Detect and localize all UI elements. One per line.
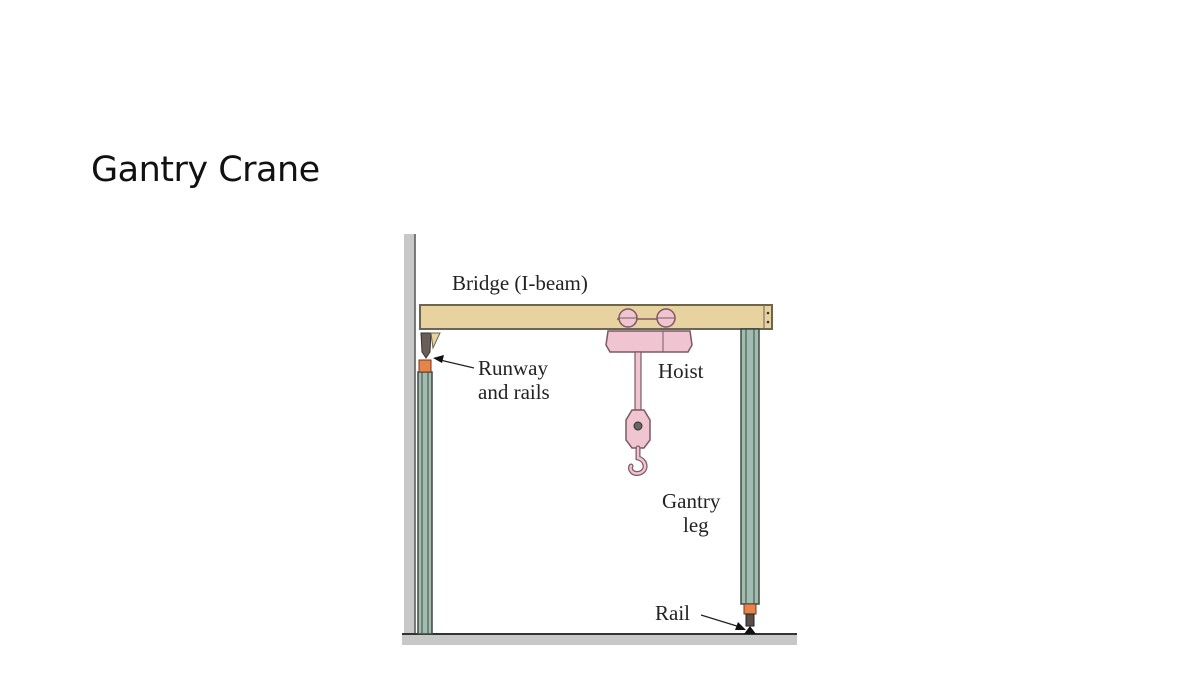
- slide-title: Gantry Crane: [91, 150, 320, 190]
- hoist: [605, 308, 693, 476]
- runway-column: [417, 371, 433, 635]
- arrow-runway: [433, 355, 475, 369]
- label-rail: Rail: [655, 601, 690, 625]
- label-hoist: Hoist: [658, 359, 704, 383]
- building-wall: [404, 234, 416, 634]
- label-gantry-line2: leg: [683, 513, 709, 537]
- label-gantry-line1: Gantry: [662, 489, 721, 513]
- label-bridge: Bridge (I-beam): [452, 271, 588, 295]
- ground: [402, 633, 797, 645]
- arrow-rail: [700, 614, 746, 630]
- label-runway-line1: Runway: [478, 356, 548, 380]
- gantry-leg: [740, 328, 760, 634]
- label-runway-line2: and rails: [478, 380, 550, 404]
- runway-rail: [418, 332, 441, 373]
- bridge-beam: [419, 304, 773, 330]
